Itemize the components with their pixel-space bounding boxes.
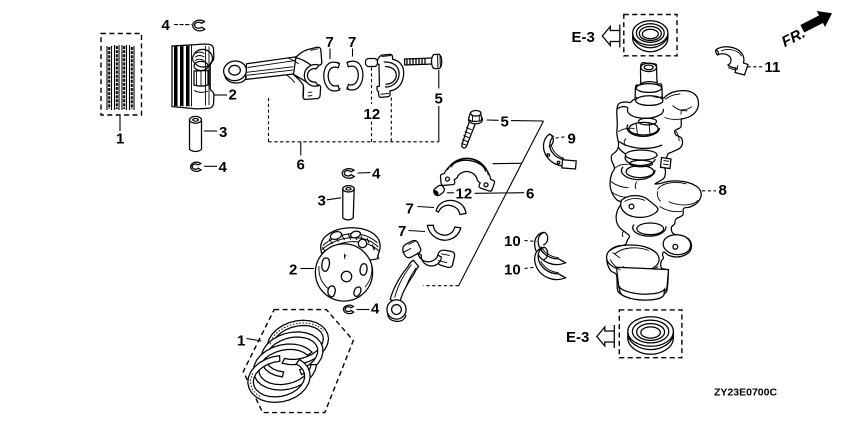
svg-text:9: 9 [568,131,576,148]
svg-text:5: 5 [501,113,509,130]
svg-text:10: 10 [504,262,521,279]
svg-text:7: 7 [398,223,406,240]
svg-text:5: 5 [435,91,443,108]
svg-text:1: 1 [116,131,124,148]
svg-text:6: 6 [526,185,534,202]
svg-text:2: 2 [289,262,297,279]
svg-text:12: 12 [456,186,473,203]
svg-text:10: 10 [504,233,521,250]
svg-text:2: 2 [229,86,237,103]
svg-text:4: 4 [371,301,380,318]
svg-text:E-3: E-3 [572,29,595,46]
svg-text:3: 3 [318,192,326,209]
svg-text:1: 1 [237,332,245,349]
svg-text:7: 7 [326,34,334,51]
svg-text:4: 4 [219,159,228,176]
svg-text:4: 4 [162,17,171,34]
svg-text:ZY23E0700C: ZY23E0700C [714,386,777,398]
svg-text:3: 3 [219,124,227,141]
svg-text:7: 7 [406,201,414,218]
svg-text:12: 12 [364,106,381,123]
svg-text:11: 11 [765,59,781,76]
svg-text:4: 4 [372,165,381,182]
svg-text:6: 6 [297,157,305,174]
svg-text:7: 7 [348,34,356,51]
svg-text:8: 8 [719,182,727,199]
svg-text:E-3: E-3 [566,329,589,346]
